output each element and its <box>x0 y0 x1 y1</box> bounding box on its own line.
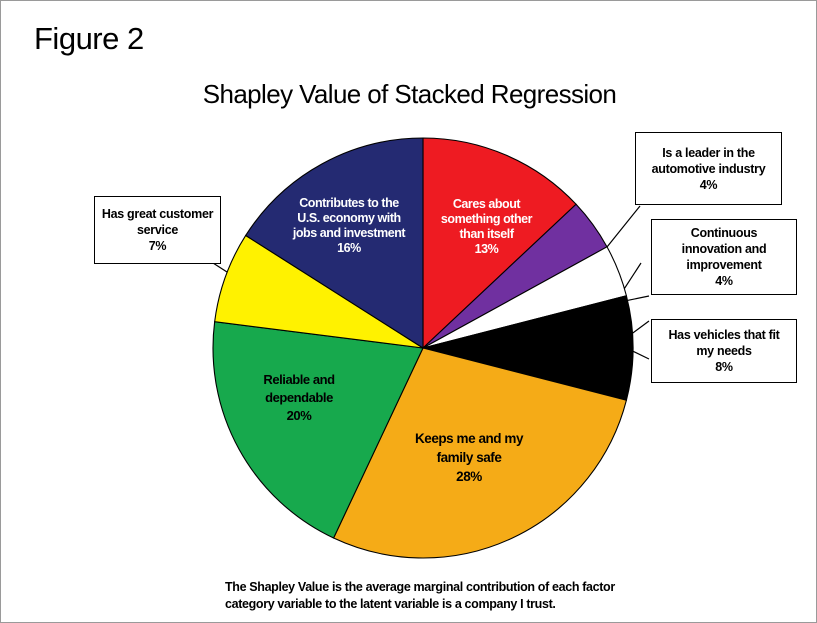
figure-label: Figure 2 <box>34 21 144 56</box>
chart-title: Shapley Value of Stacked Regression <box>202 79 617 109</box>
pie-slice-keeps-me-and-my-family-safe[interactable] <box>332 347 628 559</box>
pie-slice-reliable-and-dependable[interactable] <box>212 321 424 539</box>
callout-continuous-innovation[interactable]: Continuous innovation and improvement 4% <box>651 219 797 295</box>
callout-has-vehicles-that-fit[interactable]: Has vehicles that fit my needs 8% <box>651 319 797 383</box>
callout-leader-automotive-industry[interactable]: Is a leader in the automotive industry 4… <box>635 132 782 205</box>
pie-slice-has-vehicles-that-fit[interactable] <box>422 295 634 401</box>
pie-group <box>212 137 634 559</box>
pie-slice-contributes-us-economy[interactable] <box>244 137 424 350</box>
footnote-text: The Shapley Value is the average margina… <box>225 580 615 611</box>
callout-has-great-customer-service[interactable]: Has great customer service 7% <box>94 196 221 264</box>
pie-slice-cares-about-something-other[interactable] <box>422 137 577 350</box>
